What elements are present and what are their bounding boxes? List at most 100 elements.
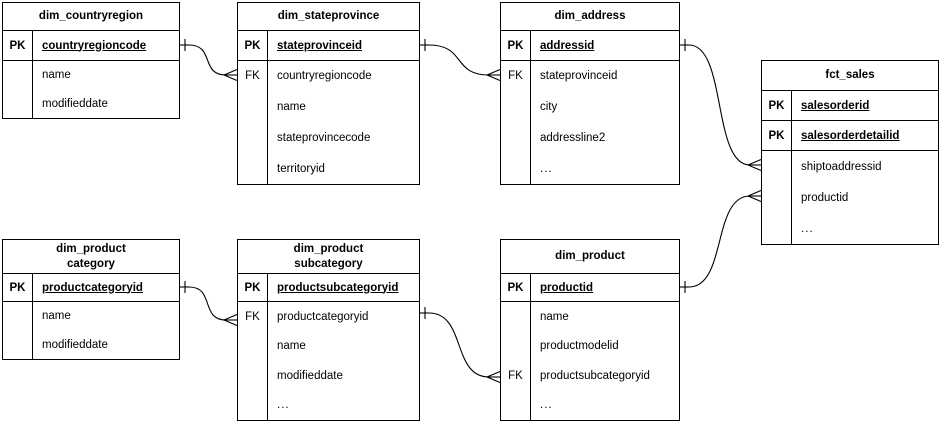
key-row[interactable]: PK countryregioncode bbox=[3, 31, 179, 61]
attribute-name: ... bbox=[540, 399, 553, 412]
crow-foot-marker bbox=[486, 370, 501, 384]
key-tag: PK bbox=[762, 121, 792, 150]
key-row[interactable]: PK productid bbox=[501, 274, 679, 302]
relationship-line bbox=[188, 286, 227, 321]
entity-title: dim_countryregion bbox=[3, 3, 179, 31]
attribute-list: name productmodelid productsubcategoryid..… bbox=[531, 302, 679, 420]
crow-foot-marker bbox=[223, 313, 238, 327]
relationship-address-to-fctsales bbox=[680, 39, 762, 172]
key-tag: PK bbox=[501, 31, 531, 60]
key-row[interactable]: PK stateprovinceid bbox=[238, 31, 419, 61]
key-row[interactable]: PK salesorderid bbox=[762, 91, 938, 121]
attribute-name: city bbox=[540, 101, 558, 114]
entity-title: dim_product category bbox=[3, 240, 179, 274]
attribute-list: stateprovinceid city addressline2... bbox=[531, 61, 679, 184]
attribute-block: FK name productmodelid productsubcategoryid… bbox=[501, 302, 679, 420]
attribute-list: name modifieddate bbox=[33, 61, 179, 118]
relationship-countryregion-to-stateprovince bbox=[180, 39, 238, 82]
attribute-key-column: FK bbox=[238, 302, 268, 420]
relationship-productcategory-to-subcategory bbox=[180, 281, 238, 327]
attribute-name: productid bbox=[801, 191, 849, 204]
key-field-name: addressid bbox=[540, 39, 595, 52]
attribute-list: productcategoryid name modifieddate... bbox=[268, 302, 419, 420]
attribute-block: FK productcategoryid name modifieddate... bbox=[238, 302, 419, 420]
key-field-name: salesorderid bbox=[801, 99, 870, 112]
attribute-name: territoryid bbox=[277, 162, 325, 175]
attribute-key-column bbox=[3, 61, 33, 118]
attribute-block: shiptoaddressid productid... bbox=[762, 151, 938, 244]
key-field-name: salesorderdetailid bbox=[801, 129, 900, 142]
relationship-line bbox=[688, 44, 751, 166]
attribute-name: ... bbox=[540, 162, 553, 175]
attribute-name: modifieddate bbox=[42, 97, 108, 110]
key-tag: PK bbox=[501, 274, 531, 301]
attribute-name: productsubcategoryid bbox=[540, 369, 650, 382]
entity-title: dim_address bbox=[501, 3, 679, 31]
relationship-line bbox=[688, 195, 751, 288]
attribute-name: modifieddate bbox=[42, 338, 108, 351]
crow-foot-marker bbox=[486, 68, 501, 82]
foreign-key-tag: FK bbox=[245, 70, 260, 83]
relationship-line bbox=[428, 312, 490, 378]
key-tag: PK bbox=[3, 274, 33, 301]
attribute-name: name bbox=[540, 310, 569, 323]
attribute-name: shiptoaddressid bbox=[801, 160, 882, 173]
crow-foot-marker bbox=[747, 189, 762, 203]
key-row[interactable]: PK productcategoryid bbox=[3, 274, 179, 302]
relationship-line bbox=[428, 44, 490, 76]
attribute-key-column bbox=[762, 151, 792, 244]
entity-title: dim_stateprovince bbox=[238, 3, 419, 31]
foreign-key-tag: FK bbox=[245, 310, 260, 323]
attribute-key-column: FK bbox=[238, 61, 268, 184]
attribute-name: countryregioncode bbox=[277, 70, 372, 83]
entity-title: dim_product bbox=[501, 240, 679, 274]
relationship-product-to-fctsales bbox=[680, 189, 762, 293]
entity-title: fct_sales bbox=[762, 61, 938, 91]
crow-foot-marker bbox=[747, 158, 762, 172]
key-tag: PK bbox=[3, 31, 33, 60]
key-field-name: countryregioncode bbox=[42, 39, 147, 52]
foreign-key-tag: FK bbox=[508, 369, 523, 382]
relationship-line bbox=[188, 44, 227, 76]
attribute-key-column: FK bbox=[501, 61, 531, 184]
attribute-name: productmodelid bbox=[540, 340, 619, 353]
key-row[interactable]: PK salesorderdetailid bbox=[762, 121, 938, 151]
attribute-list: shiptoaddressid productid... bbox=[792, 151, 938, 244]
attribute-name: productcategoryid bbox=[277, 310, 369, 323]
attribute-block: FK stateprovinceid city addressline2... bbox=[501, 61, 679, 184]
key-field-name: productcategoryid bbox=[42, 281, 143, 294]
attribute-name: name bbox=[42, 69, 71, 82]
key-field-name: stateprovinceid bbox=[277, 39, 362, 52]
attribute-name: addressline2 bbox=[540, 131, 606, 144]
attribute-block: name modifieddate bbox=[3, 61, 179, 118]
relationship-subcategory-to-product bbox=[420, 307, 501, 384]
key-tag: PK bbox=[762, 91, 792, 120]
key-tag: PK bbox=[238, 31, 268, 60]
attribute-name: name bbox=[277, 340, 306, 353]
crow-foot-marker bbox=[223, 68, 238, 82]
key-tag: PK bbox=[238, 274, 268, 301]
attribute-name: modifieddate bbox=[277, 369, 343, 382]
key-row[interactable]: PK productsubcategoryid bbox=[238, 274, 419, 302]
attribute-name: ... bbox=[801, 222, 814, 235]
attribute-name: stateprovinceid bbox=[540, 70, 618, 83]
key-field-name: productid bbox=[540, 281, 594, 294]
foreign-key-tag: FK bbox=[508, 70, 523, 83]
key-field-name: productsubcategoryid bbox=[277, 281, 399, 294]
attribute-name: name bbox=[277, 101, 306, 114]
attribute-name: ... bbox=[277, 399, 290, 412]
attribute-key-column bbox=[3, 302, 33, 359]
key-row[interactable]: PK addressid bbox=[501, 31, 679, 61]
